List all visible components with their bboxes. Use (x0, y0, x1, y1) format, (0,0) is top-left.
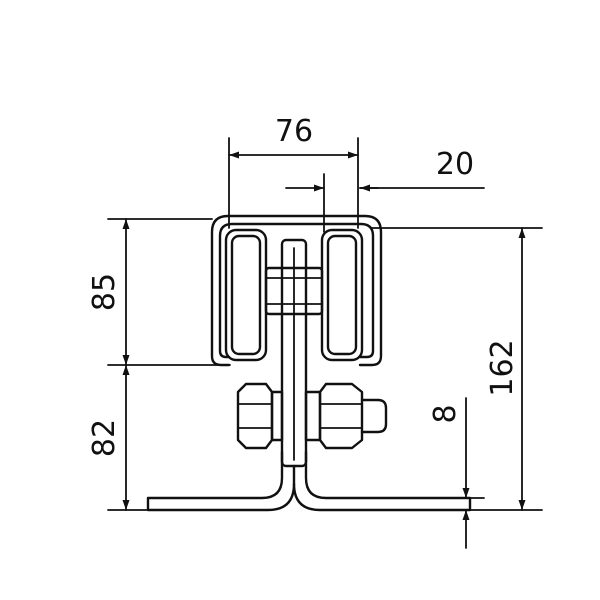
extension-lines (107, 218, 543, 511)
dimension-label-20: 20 (436, 147, 474, 182)
dimension-label-82: 82 (87, 419, 122, 457)
dimension-wheel-section-height: 85 (87, 218, 130, 366)
dimension-wheel-width: 20 (285, 147, 485, 233)
dimension-label-85: 85 (87, 273, 122, 311)
base-feet (146, 450, 472, 512)
dimension-lower-section-height: 82 (87, 364, 130, 511)
dimension-total-height: 162 (485, 227, 526, 511)
bolt-nut-assembly (236, 382, 388, 450)
dimension-top-width: 76 (228, 114, 359, 229)
dimension-label-76: 76 (275, 114, 313, 149)
dimension-label-8: 8 (428, 404, 463, 423)
left-wheel (224, 228, 268, 362)
channel-bracket (210, 214, 383, 367)
center-plate (280, 238, 308, 468)
right-wheel (320, 228, 364, 362)
dimension-base-thickness: 8 (428, 397, 470, 549)
dimension-label-162: 162 (485, 339, 520, 396)
